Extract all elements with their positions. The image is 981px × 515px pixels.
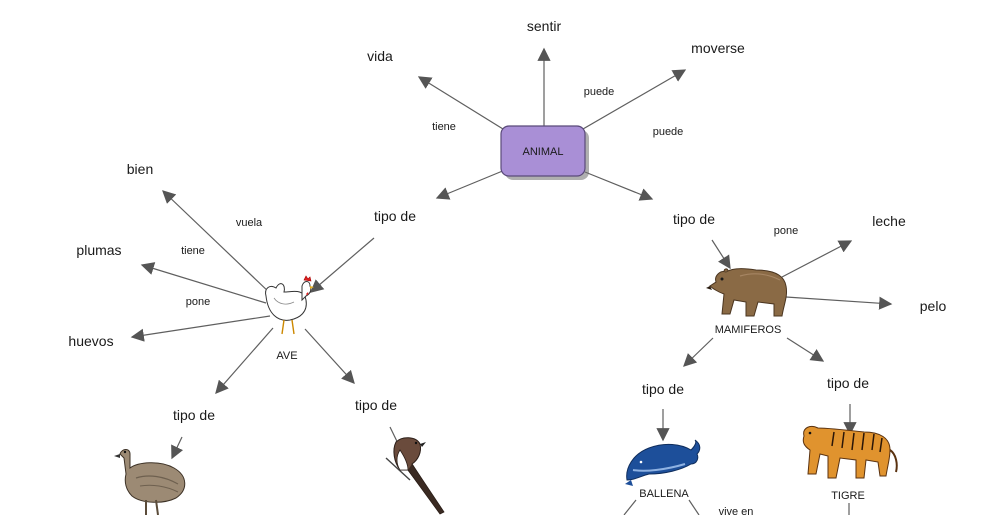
chicken-icon (265, 275, 314, 335)
link-tipo-de-swallow: tipo de (355, 397, 397, 413)
line-ballena-down-right (688, 499, 700, 515)
concept-mamiferos: MAMIFEROS (715, 324, 782, 336)
arrow-mam-pelo (785, 296, 893, 310)
arrow-ave-tipode-emu (215, 327, 274, 394)
concept-bien: bien (127, 161, 153, 177)
link-tipo-de-tigre: tipo de (827, 375, 869, 391)
arrow-ave-tipode-swallow (304, 328, 355, 384)
concept-tigre: TIGRE (831, 490, 865, 502)
link-tipo-de-ave: tipo de (374, 208, 416, 224)
arrow-animal-vida (417, 76, 504, 130)
animal-node[interactable]: ANIMAL (500, 125, 589, 180)
concept-vida: vida (367, 48, 393, 64)
emu-icon (114, 449, 186, 515)
arrow-tipode-ave (309, 237, 375, 293)
concept-pelo: pelo (920, 298, 947, 314)
concept-plumas: plumas (76, 242, 121, 258)
link-pone-huevos: pone (186, 296, 210, 308)
arrow-tipode-mamiferos (711, 239, 731, 270)
link-tiene-vida: tiene (432, 121, 456, 133)
arrow-mam-leche (781, 240, 853, 278)
link-vuela: vuela (236, 217, 263, 229)
swallow-icon (385, 437, 445, 515)
arrow-ave-bien (162, 190, 272, 295)
link-tipo-de-emu: tipo de (173, 407, 215, 423)
arrow-animal-moverse (582, 69, 687, 130)
link-puede-moverse: puede (653, 126, 684, 138)
arrow-ave-plumas (140, 262, 267, 304)
link-tipo-de-ballena: tipo de (642, 381, 684, 397)
arrow-ave-huevos (130, 315, 271, 342)
arrow-tipode-emu (171, 436, 184, 460)
arrow-mam-tipode-right (786, 337, 825, 362)
whale-icon (625, 439, 701, 486)
arrow-animal-tipo-de-right (584, 171, 654, 201)
link-pone-leche: pone (774, 225, 798, 237)
bear-icon (706, 268, 787, 317)
line-ballena-down-left (623, 499, 637, 515)
concept-moverse: moverse (691, 40, 745, 56)
concept-ballena: BALLENA (639, 488, 689, 500)
animal-label: ANIMAL (523, 146, 564, 158)
concept-sentir: sentir (527, 18, 562, 34)
concept-ave: AVE (276, 350, 297, 362)
arrow-animal-tipo-de-left (435, 169, 506, 200)
concept-huevos: huevos (68, 333, 113, 349)
link-tiene-plumas: tiene (181, 245, 205, 257)
link-vive-en: vive en (719, 506, 754, 515)
tiger-icon (802, 425, 898, 479)
link-puede-sentir: puede (584, 86, 615, 98)
arrow-mam-tipode-left (683, 337, 714, 367)
concept-leche: leche (872, 213, 906, 229)
link-tipo-de-mamiferos: tipo de (673, 211, 715, 227)
